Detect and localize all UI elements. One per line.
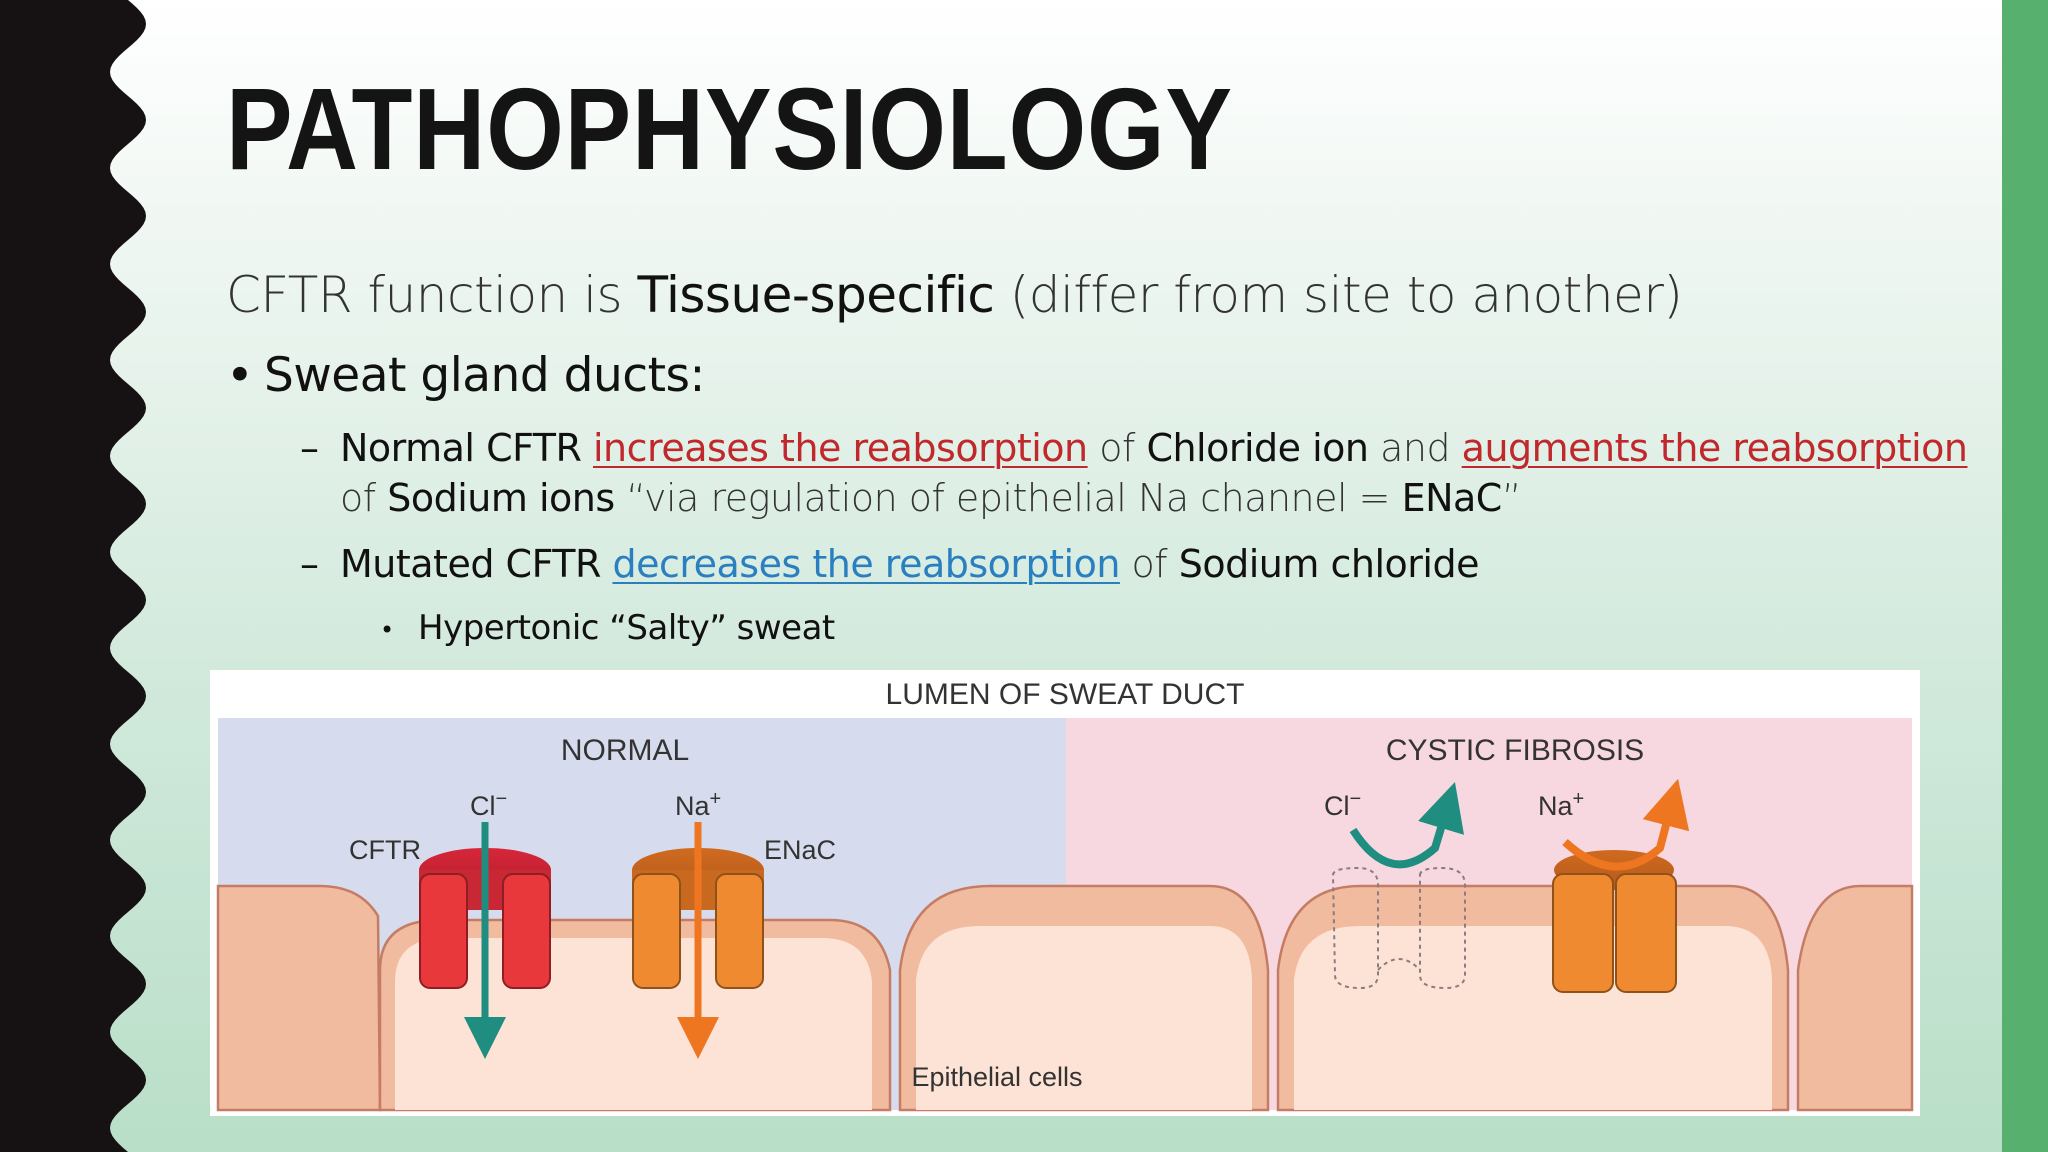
bullet-dot: • (226, 348, 254, 403)
cf-enac-channel (1552, 778, 1690, 993)
na-symbol: Na (1538, 791, 1573, 821)
enac-label: ENaC (764, 835, 836, 865)
sub-normal-line1: –Normal CFTR increases the reabsorption … (300, 426, 1968, 470)
enac-term: ENaC (1401, 476, 1503, 520)
normal-cftr-label: Normal CFTR (340, 426, 593, 470)
right-accent-bar (2002, 0, 2048, 1152)
line2-prefix: of (340, 476, 388, 520)
sweat-duct-figure: LUMEN OF SWEAT DUCT NORMAL CYSTIC FIBROS… (210, 670, 1920, 1116)
normal-mid1: of (1087, 426, 1147, 470)
mutated-cftr-label: Mutated CFTR (340, 542, 613, 586)
svg-text:Na+: Na+ (1538, 788, 1584, 821)
cl-symbol: Cl (1324, 791, 1350, 821)
slide-title: PATHOPHYSIOLOGY (226, 64, 1233, 194)
dash-icon: – (300, 542, 319, 586)
bullet-text: Sweat gland ducts: (264, 348, 705, 403)
intro-part1: CFTR function is (226, 266, 638, 324)
cftr-channel (419, 822, 551, 1059)
decreases-reabsorption-link[interactable]: decreases the reabsorption (612, 542, 1120, 586)
left-wave-border (0, 0, 146, 1152)
intro-line: CFTR function is Tissue-specific (differ… (226, 266, 1683, 324)
sodium-chloride: Sodium chloride (1178, 542, 1480, 586)
line2-suffix: ” (1501, 476, 1522, 520)
figure-top-label: LUMEN OF SWEAT DUCT (886, 678, 1245, 711)
mutated-mid: of (1119, 542, 1179, 586)
cl-charge: − (496, 788, 508, 810)
sub-normal-line2: of Sodium ions “via regulation of epithe… (340, 476, 1522, 520)
cl-charge: − (1350, 788, 1362, 810)
na-label-normal: Na+ (675, 788, 721, 821)
svg-text:Na+: Na+ (675, 788, 721, 821)
intro-part2: (differ from site to another) (994, 266, 1683, 324)
svg-text:Cl−: Cl− (1324, 788, 1361, 821)
sweat-duct-diagram: LUMEN OF SWEAT DUCT NORMAL CYSTIC FIBROS… (216, 678, 1914, 1112)
dash-icon: – (300, 426, 319, 470)
line2-text: “via regulation of epithelial Na channel… (614, 476, 1402, 520)
na-label-cf: Na+ (1538, 788, 1584, 821)
sub-mutated-line: –Mutated CFTR decreases the reabsorption… (300, 542, 1479, 586)
cl-label-cf: Cl− (1324, 788, 1361, 821)
na-charge: + (710, 788, 722, 810)
sodium-ions: Sodium ions (387, 476, 615, 520)
cl-label-normal: Cl− (470, 788, 507, 821)
cf-label: CYSTIC FIBROSIS (1386, 734, 1644, 767)
augments-reabsorption-link[interactable]: augments the reabsorption (1461, 426, 1968, 470)
increases-reabsorption-link[interactable]: increases the reabsorption (593, 426, 1088, 470)
na-symbol: Na (675, 791, 710, 821)
cftr-label: CFTR (349, 835, 421, 865)
svg-text:Cl−: Cl− (470, 788, 507, 821)
epithelial-cells-label: Epithelial cells (911, 1062, 1082, 1092)
cl-symbol: Cl (470, 791, 496, 821)
na-charge: + (1573, 788, 1585, 810)
enac-channel (632, 822, 764, 1059)
subsub-text: Hypertonic “Salty” sweat (418, 608, 835, 648)
bullet-sweat-gland: •Sweat gland ducts: (226, 348, 705, 403)
normal-mid2: and (1368, 426, 1462, 470)
chloride-ion: Chloride ion (1146, 426, 1369, 470)
normal-label: NORMAL (561, 734, 689, 767)
subsub-bullet: • Hypertonic “Salty” sweat (380, 608, 835, 648)
bullet-dot: • (380, 615, 394, 644)
intro-emphasis: Tissue-specific (637, 266, 995, 324)
cf-cftr-missing (1331, 782, 1466, 990)
